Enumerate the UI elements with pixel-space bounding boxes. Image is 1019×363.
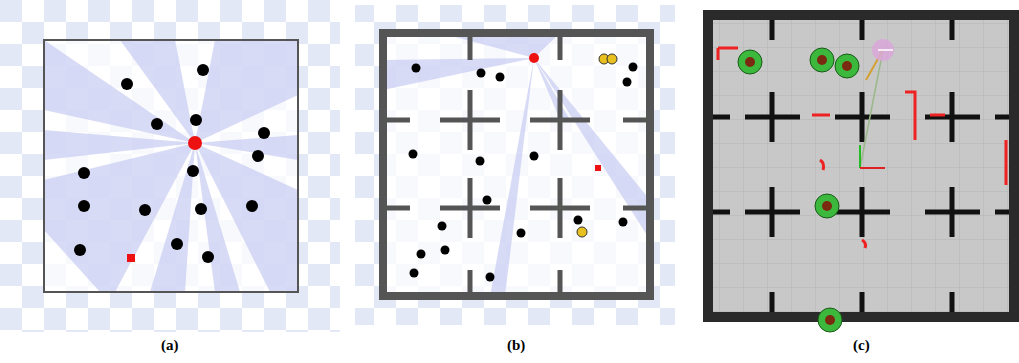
panel-c-scene <box>703 10 1019 332</box>
panel-label: (c) <box>853 337 870 354</box>
panel-label: (a) <box>161 337 179 354</box>
panel-label: (b) <box>507 337 525 354</box>
panel-a-scene <box>0 0 340 332</box>
panel-b-scene <box>355 5 675 325</box>
